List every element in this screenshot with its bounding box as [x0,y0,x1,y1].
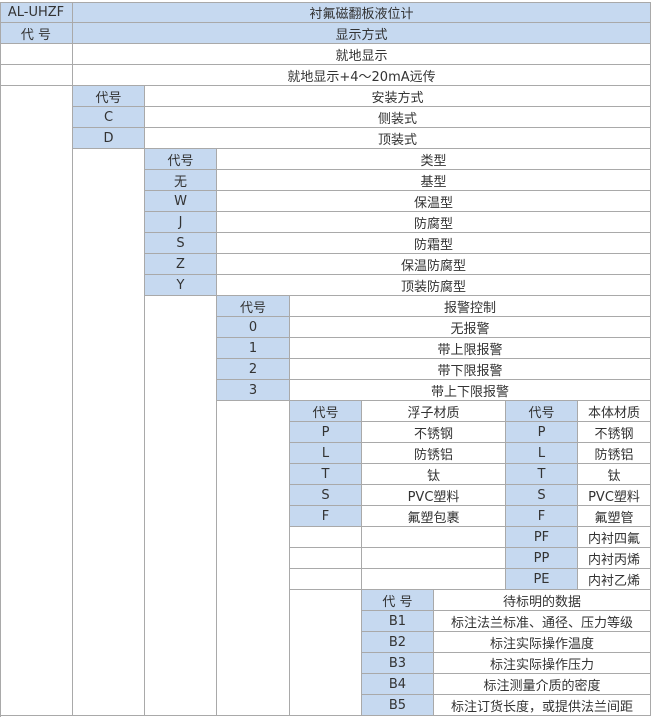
blank-cell [145,296,217,716]
display-title: 显示方式 [73,23,651,44]
display-code-cell [0,44,73,65]
body-code-header: 代号 [506,401,578,422]
body-option: 氟塑管 [578,506,651,527]
body-option: 内衬丙烯 [578,548,651,569]
blank-cell [290,548,362,569]
mounting-code: D [73,128,145,149]
alarm-code: 2 [217,359,290,380]
float-code: T [290,464,362,485]
blank-cell [217,401,290,716]
float-code: F [290,506,362,527]
float-code-header: 代号 [290,401,362,422]
display-option: 就地显示 [73,44,651,65]
body-code: F [506,506,578,527]
body-code: PE [506,569,578,590]
body-option: 内衬四氟 [578,527,651,548]
body-code: P [506,422,578,443]
body-code: S [506,485,578,506]
extra-code: B5 [362,695,434,716]
type-option: 顶装防腐型 [217,275,651,296]
type-option: 防霜型 [217,233,651,254]
body-code: PP [506,548,578,569]
type-code: S [145,233,217,254]
extra-option: 标注实际操作温度 [434,632,651,653]
type-option: 防腐型 [217,212,651,233]
body-option: PVC塑料 [578,485,651,506]
alarm-option: 带上限报警 [290,338,651,359]
body-option: 内衬乙烯 [578,569,651,590]
extra-option: 标注订货长度，或提供法兰间距 [434,695,651,716]
alarm-code: 0 [217,317,290,338]
alarm-option: 带下限报警 [290,359,651,380]
type-code-header: 代号 [145,149,217,170]
body-option: 不锈钢 [578,422,651,443]
body-option: 防锈铝 [578,443,651,464]
extra-code: B1 [362,611,434,632]
extra-code: B2 [362,632,434,653]
model-code: AL-UHZF [0,2,73,23]
body-code: PF [506,527,578,548]
display-option: 就地显示+4～20mA远传 [73,65,651,86]
extra-option: 标注测量介质的密度 [434,674,651,695]
extra-code: B4 [362,674,434,695]
type-code: Z [145,254,217,275]
alarm-option: 带上下限报警 [290,380,651,401]
type-code: Y [145,275,217,296]
alarm-code-header: 代号 [217,296,290,317]
extra-code: B3 [362,653,434,674]
type-code: W [145,191,217,212]
type-option: 保温防腐型 [217,254,651,275]
body-option: 钛 [578,464,651,485]
mounting-code: C [73,107,145,128]
product-title: 衬氟磁翻板液位计 [73,2,651,23]
blank-cell [362,527,506,548]
type-option: 基型 [217,170,651,191]
type-code: J [145,212,217,233]
mounting-option: 侧装式 [145,107,651,128]
body-code: T [506,464,578,485]
mounting-code-header: 代号 [73,86,145,107]
mounting-option: 顶装式 [145,128,651,149]
type-code: 无 [145,170,217,191]
float-option: 氟塑包裹 [362,506,506,527]
type-option: 保温型 [217,191,651,212]
type-title: 类型 [217,149,651,170]
body-title: 本体材质 [578,401,651,422]
float-code: L [290,443,362,464]
blank-cell [290,569,362,590]
blank-cell [290,590,362,716]
float-option: 钛 [362,464,506,485]
blank-cell [362,548,506,569]
extra-title: 待标明的数据 [434,590,651,611]
extra-option: 标注实际操作压力 [434,653,651,674]
alarm-option: 无报警 [290,317,651,338]
display-code-cell [0,65,73,86]
float-option: 防锈铝 [362,443,506,464]
blank-cell [362,569,506,590]
alarm-code: 3 [217,380,290,401]
float-code: S [290,485,362,506]
float-title: 浮子材质 [362,401,506,422]
float-option: PVC塑料 [362,485,506,506]
extra-option: 标注法兰标准、通径、压力等级 [434,611,651,632]
display-code-header: 代 号 [0,23,73,44]
body-code: L [506,443,578,464]
alarm-code: 1 [217,338,290,359]
float-code: P [290,422,362,443]
alarm-title: 报警控制 [290,296,651,317]
blank-cell [290,527,362,548]
blank-cell [0,86,73,716]
float-option: 不锈钢 [362,422,506,443]
extra-code-header: 代 号 [362,590,434,611]
blank-cell [73,149,145,716]
mounting-title: 安装方式 [145,86,651,107]
